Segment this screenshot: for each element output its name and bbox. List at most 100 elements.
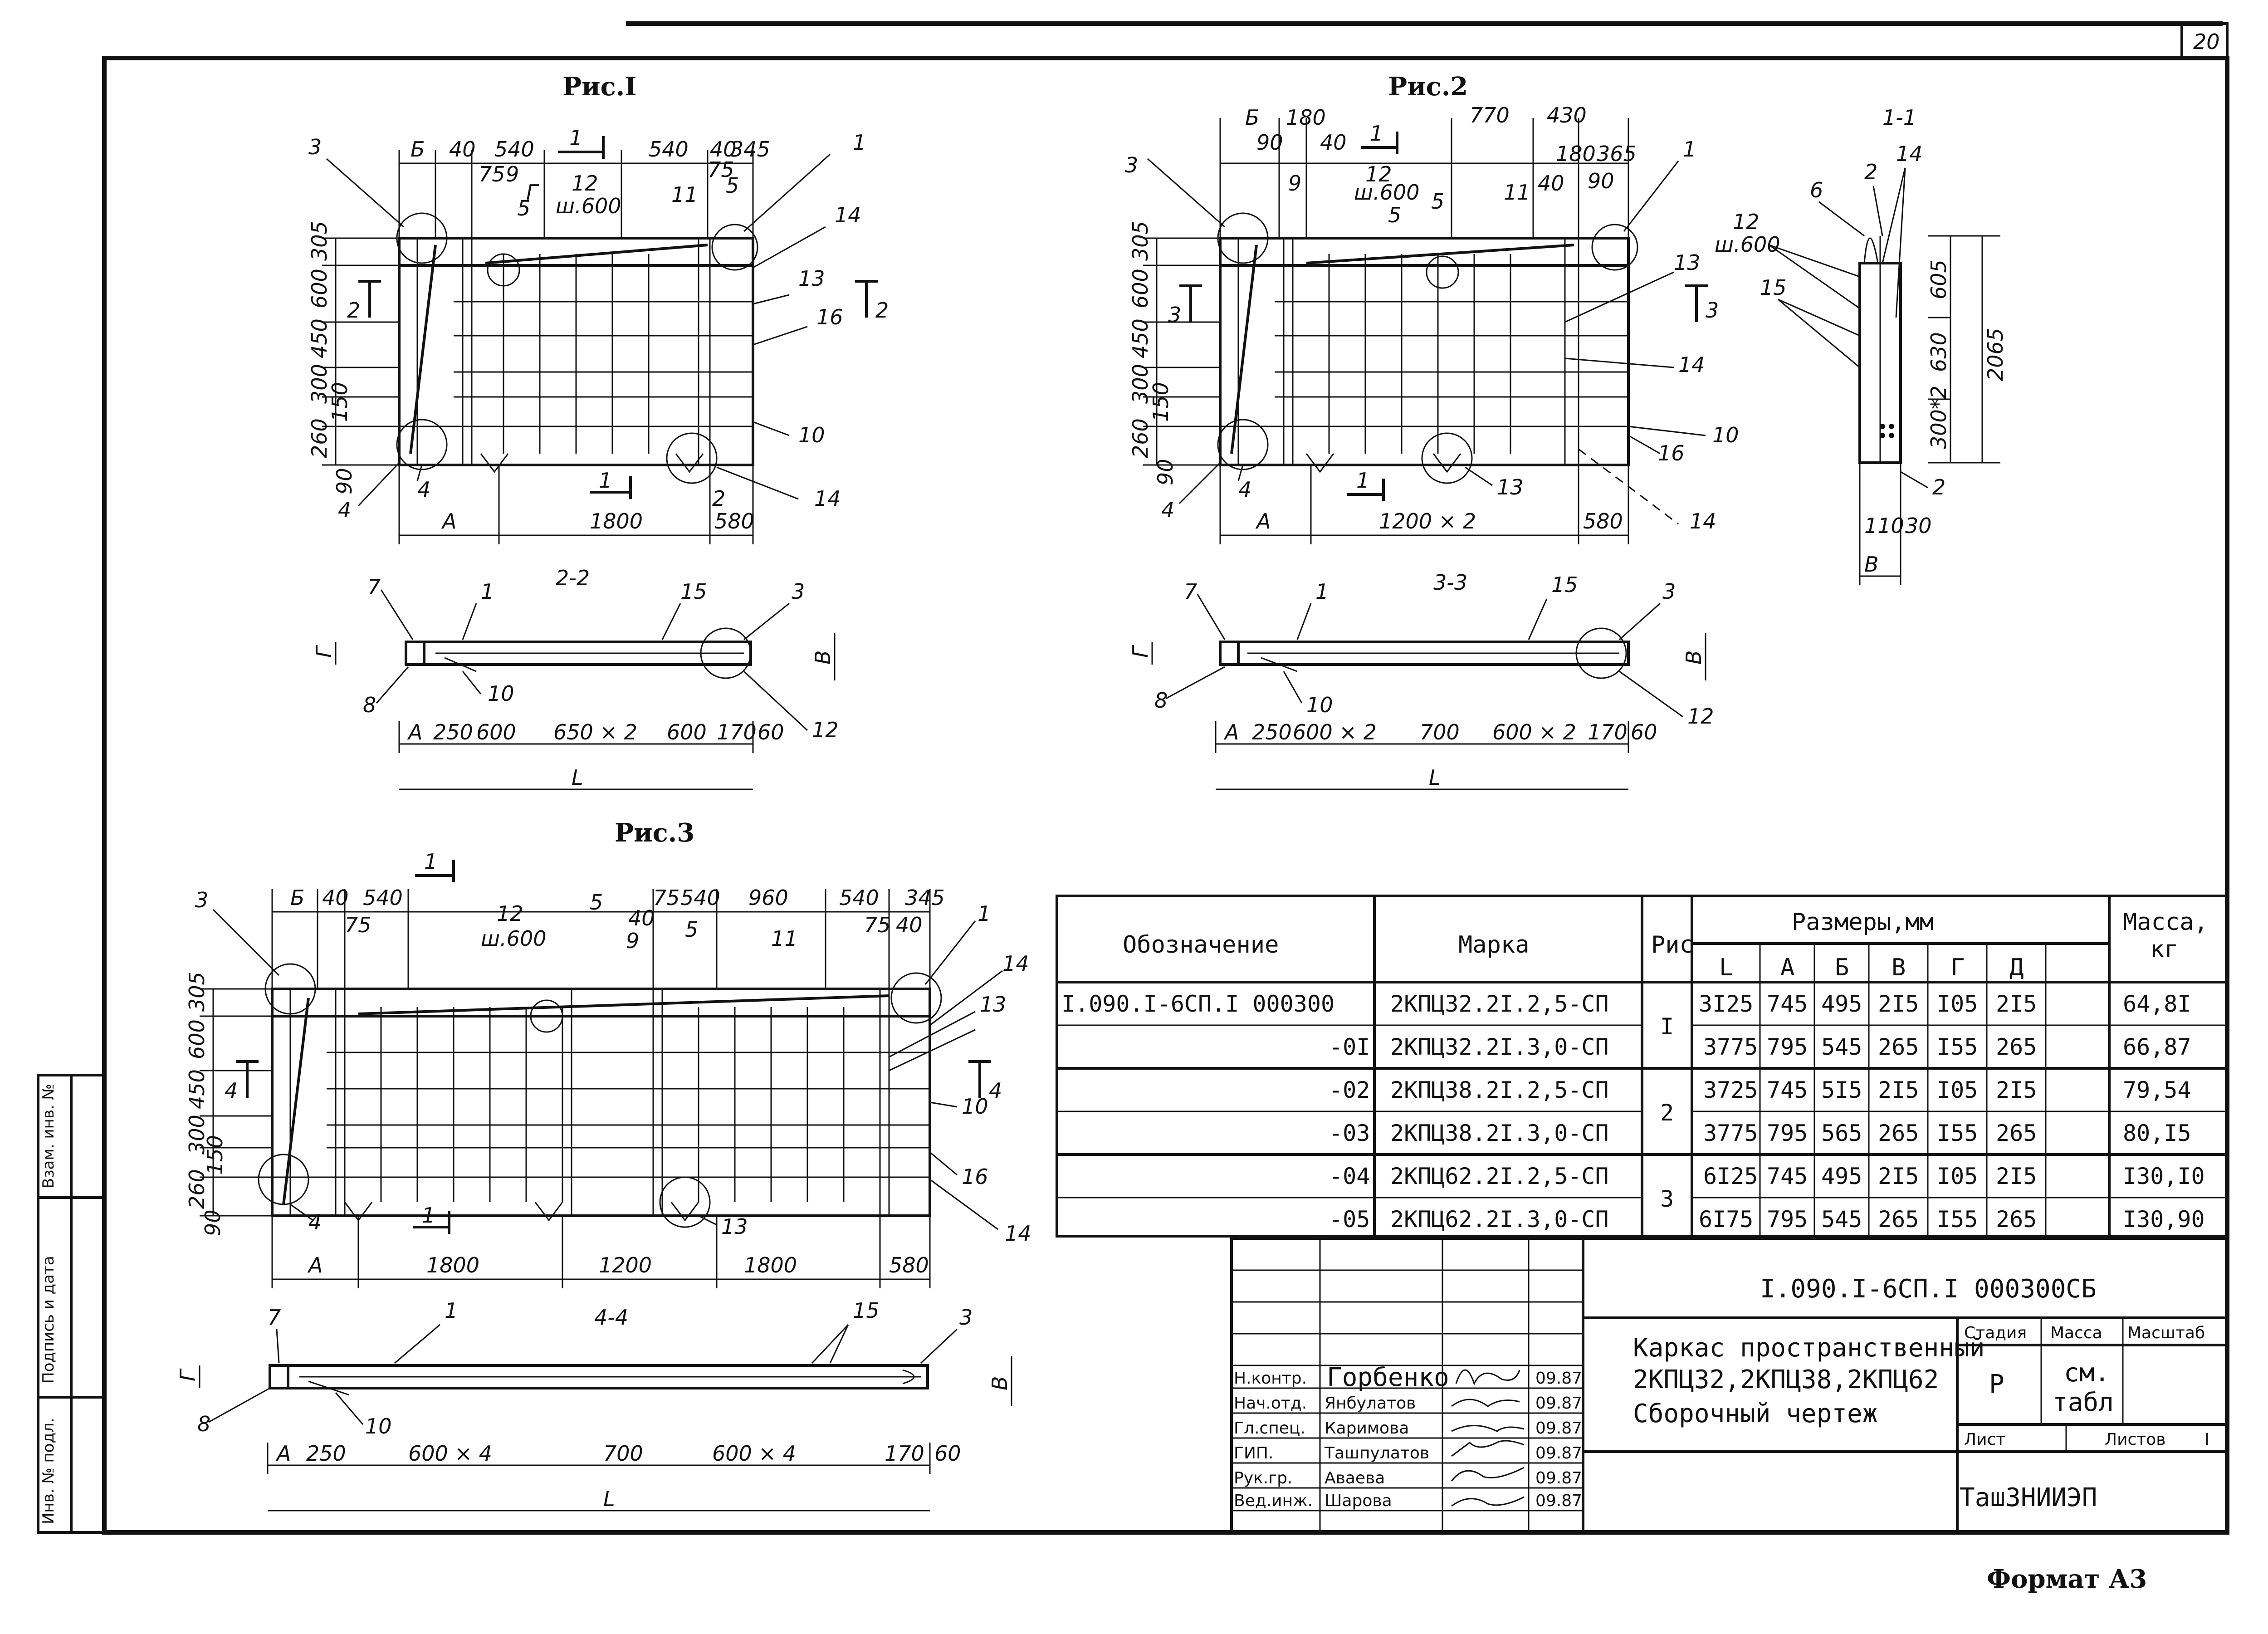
svg-text:1200 × 2: 1200 × 2 bbox=[1379, 509, 1476, 533]
svg-text:12: 12 bbox=[572, 171, 598, 196]
svg-text:40: 40 bbox=[710, 137, 737, 161]
th-col-d: Д bbox=[2009, 954, 2024, 981]
svg-text:12: 12 bbox=[497, 901, 523, 926]
fig1-title: Рис.I bbox=[562, 72, 636, 102]
svg-text:9: 9 bbox=[506, 162, 519, 186]
svg-text:3: 3 bbox=[792, 579, 805, 604]
svg-text:450: 450 bbox=[307, 318, 332, 358]
svg-text:1: 1 bbox=[1683, 137, 1696, 161]
title-line3: Сборочный чертеж bbox=[1633, 1399, 1877, 1429]
title-line1: Каркас пространственный bbox=[1633, 1333, 1984, 1363]
svg-text:13: 13 bbox=[721, 1214, 748, 1239]
svg-text:90: 90 bbox=[1256, 130, 1283, 155]
svg-text:540: 540 bbox=[363, 885, 403, 910]
svg-text:1200: 1200 bbox=[599, 1253, 652, 1277]
svg-text:170: 170 bbox=[717, 720, 757, 744]
svg-text:14: 14 bbox=[1005, 1221, 1031, 1246]
row4-a: 745 bbox=[1767, 1163, 1808, 1189]
format-label: Формат А3 bbox=[1987, 1564, 2147, 1594]
row0-b: 495 bbox=[1821, 991, 1862, 1017]
svg-text:10: 10 bbox=[488, 681, 514, 706]
svg-text:170: 170 bbox=[885, 1441, 924, 1466]
svg-text:9: 9 bbox=[1288, 171, 1301, 196]
row3-l: 3775 bbox=[1703, 1120, 1758, 1146]
row3-a: 795 bbox=[1767, 1120, 1808, 1146]
svg-text:4: 4 bbox=[1238, 477, 1251, 502]
row2-fig: 2 bbox=[1660, 1100, 1674, 1126]
mass-value-2: табл bbox=[2053, 1388, 2114, 1417]
svg-text:450: 450 bbox=[185, 1069, 209, 1109]
section44-title: 4-4 bbox=[594, 1305, 628, 1330]
svg-text:11: 11 bbox=[671, 182, 698, 207]
svg-text:16: 16 bbox=[816, 305, 843, 329]
signatures bbox=[1451, 1369, 1525, 1507]
row0-l: 3I25 bbox=[1699, 991, 1753, 1017]
svg-text:12: 12 bbox=[1365, 162, 1392, 186]
signer4-name: Аваева bbox=[1325, 1469, 1385, 1487]
svg-text:150: 150 bbox=[203, 1135, 227, 1175]
row0-designation: I.090.I-6СП.I 000300 bbox=[1061, 991, 1334, 1017]
svg-text:1: 1 bbox=[424, 849, 437, 874]
svg-text:4: 4 bbox=[1161, 498, 1174, 522]
row5-b: 545 bbox=[1821, 1206, 1862, 1233]
svg-text:4: 4 bbox=[417, 477, 430, 502]
row2-v: 2I5 bbox=[1878, 1077, 1919, 1103]
svg-text:3: 3 bbox=[308, 135, 322, 159]
row3-mark: 2КПЦ38.2I.3,0-СП bbox=[1390, 1120, 1609, 1146]
svg-text:14: 14 bbox=[1690, 509, 1716, 533]
row3-b: 565 bbox=[1821, 1120, 1862, 1146]
row1-b: 545 bbox=[1821, 1034, 1862, 1060]
svg-text:170: 170 bbox=[1588, 720, 1628, 744]
scale-label: Масштаб bbox=[2127, 1324, 2205, 1342]
svg-text:5: 5 bbox=[726, 173, 739, 198]
svg-text:600 × 4: 600 × 4 bbox=[712, 1441, 796, 1466]
svg-text:10: 10 bbox=[962, 1094, 988, 1119]
svg-text:10: 10 bbox=[1306, 693, 1333, 717]
svg-text:630: 630 bbox=[1926, 332, 1951, 372]
svg-text:1: 1 bbox=[599, 468, 612, 493]
row1-mass: 66,87 bbox=[2123, 1034, 2191, 1060]
row5-designation: -05 bbox=[1329, 1206, 1370, 1233]
row3-d: 265 bbox=[1996, 1120, 2037, 1146]
svg-text:4: 4 bbox=[338, 498, 351, 522]
row4-d: 2I5 bbox=[1996, 1163, 2037, 1189]
title-block: I.090.I-6СП.I 000300СБ Каркас пространст… bbox=[1230, 1237, 2229, 1534]
signer0-role: Н.контр. bbox=[1234, 1369, 1307, 1388]
svg-text:40: 40 bbox=[322, 885, 349, 910]
svg-text:3: 3 bbox=[1168, 303, 1181, 327]
svg-text:5: 5 bbox=[517, 196, 530, 220]
row2-a: 745 bbox=[1767, 1077, 1808, 1103]
svg-text:Б: Б bbox=[290, 885, 305, 910]
svg-text:10: 10 bbox=[365, 1414, 392, 1438]
row4-b: 495 bbox=[1821, 1163, 1862, 1189]
svg-text:13: 13 bbox=[1674, 250, 1701, 275]
signer5-role: Вед.инж. bbox=[1234, 1492, 1313, 1510]
svg-text:960: 960 bbox=[748, 885, 788, 910]
signer3-date: 09.87 bbox=[1535, 1444, 1582, 1463]
svg-text:5: 5 bbox=[1431, 189, 1444, 214]
svg-text:260: 260 bbox=[307, 418, 332, 458]
svg-text:300: 300 bbox=[307, 364, 332, 404]
svg-text:300: 300 bbox=[185, 1115, 209, 1155]
row4-l: 6I25 bbox=[1703, 1163, 1758, 1189]
svg-text:Г: Г bbox=[312, 645, 336, 658]
svg-text:180: 180 bbox=[1286, 105, 1326, 130]
svg-text:40: 40 bbox=[449, 137, 476, 161]
svg-text:305: 305 bbox=[307, 221, 332, 261]
signer1-date: 09.87 bbox=[1535, 1394, 1582, 1413]
svg-text:345: 345 bbox=[730, 137, 770, 161]
th-mass: Масса, bbox=[2123, 909, 2208, 936]
signer3-role: ГИП. bbox=[1234, 1444, 1273, 1463]
svg-text:Г: Г bbox=[176, 1368, 200, 1381]
svg-text:Б: Б bbox=[411, 137, 425, 161]
svg-text:260: 260 bbox=[185, 1169, 209, 1209]
svg-text:А: А bbox=[1255, 509, 1271, 533]
svg-text:В: В bbox=[987, 1376, 1012, 1390]
svg-text:2: 2 bbox=[1932, 475, 1945, 499]
svg-text:1: 1 bbox=[1356, 468, 1369, 493]
svg-text:Б: Б bbox=[1245, 105, 1260, 130]
row2-d: 2I5 bbox=[1996, 1077, 2037, 1103]
